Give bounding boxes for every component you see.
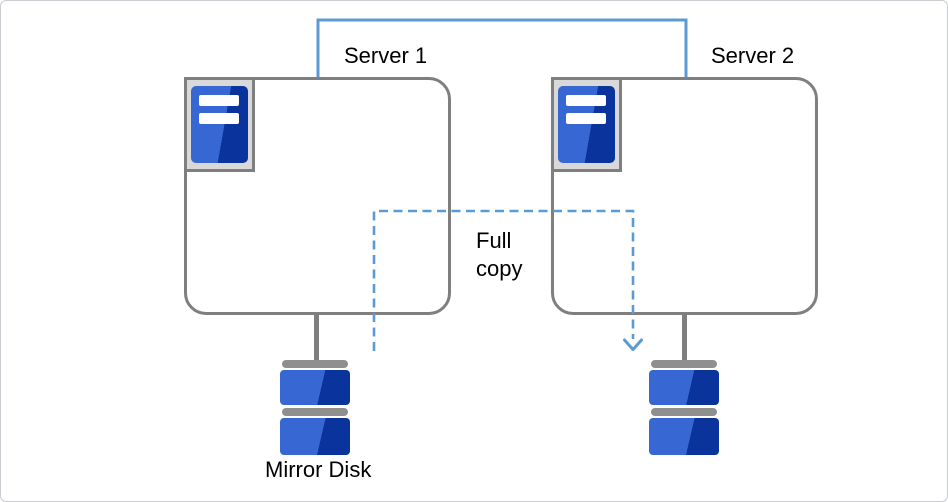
mirror-disk-label: Mirror Disk [265,457,372,482]
server2-disk-stem [682,313,687,361]
server-drive-bay [199,113,239,124]
disk-separator-bar [651,408,717,416]
disk-separator-bar [282,408,348,416]
server1-disk-stem [314,313,319,361]
server-tower-body [558,86,615,163]
server-tower-body [191,86,248,163]
disk-cap-bar [282,360,348,368]
arrowhead-down-icon [623,338,643,351]
server-drive-bay [199,95,239,106]
disk-platter [280,370,350,405]
server-drive-bay [566,113,606,124]
server2-label: Server 2 [711,43,795,68]
disk-platter [649,370,719,405]
disk-stack-icon [649,360,719,455]
server-tower-icon [551,77,622,172]
disk-stack-icon [280,360,350,455]
full-copy-label: Full copy [476,228,523,281]
server-tower-icon [184,77,255,172]
disk-platter [649,418,719,455]
disk-cap-bar [651,360,717,368]
server-drive-bay [566,95,606,106]
server1-label: Server 1 [344,43,428,68]
disk-platter [280,418,350,455]
